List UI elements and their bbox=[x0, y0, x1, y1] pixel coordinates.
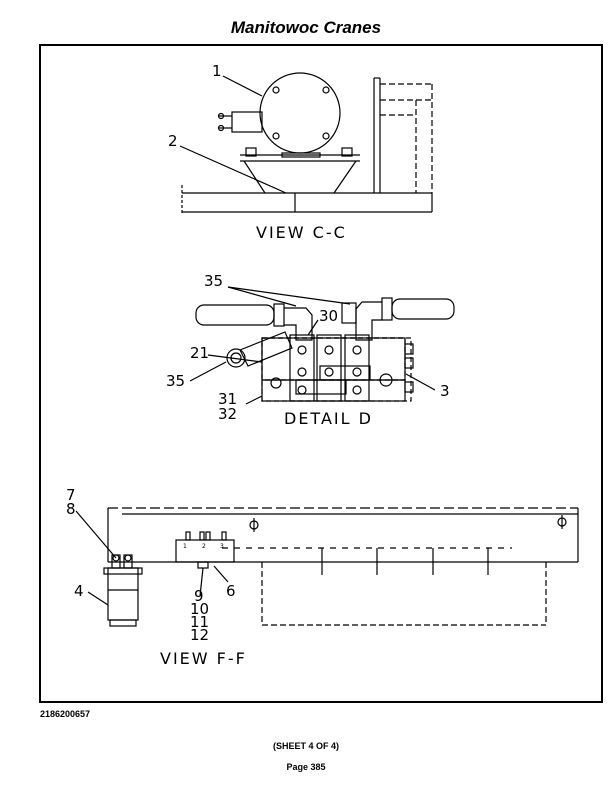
callout-35-left: 35 bbox=[166, 372, 185, 390]
callout-12: 12 bbox=[190, 626, 209, 644]
callout-11: 11 bbox=[190, 613, 209, 631]
page-title: Manitowoc Cranes bbox=[230, 18, 382, 37]
callout-7: 7 bbox=[66, 486, 76, 504]
callout-4: 4 bbox=[74, 582, 84, 600]
callout-3: 3 bbox=[440, 382, 450, 400]
detail-d-drawing: 35 30 21 35 3 31 32 DETAIL D bbox=[166, 272, 455, 428]
callout-9: 9 bbox=[194, 587, 204, 605]
view-ff-label: VIEW F-F bbox=[160, 649, 247, 668]
callout-31: 31 bbox=[218, 390, 237, 408]
sheet-label: (SHEET 4 OF 4) bbox=[272, 741, 339, 751]
view-cc-drawing: 1 2 VIEW C-C bbox=[168, 62, 433, 242]
callout-6: 6 bbox=[226, 582, 236, 600]
callout-10: 10 bbox=[190, 600, 209, 618]
callout-32: 32 bbox=[218, 405, 237, 423]
callout-35-top: 35 bbox=[204, 272, 223, 290]
document-number: 2186200657 bbox=[40, 709, 91, 719]
callout-8: 8 bbox=[66, 500, 76, 518]
callout-1: 1 bbox=[212, 62, 222, 80]
view-cc-label: VIEW C-C bbox=[256, 223, 347, 242]
drawing-frame bbox=[39, 44, 603, 703]
detail-d-label: DETAIL D bbox=[284, 409, 373, 428]
callout-2: 2 bbox=[168, 132, 178, 150]
page-number: Page 385 bbox=[286, 762, 326, 772]
terminal-2: 2 bbox=[202, 543, 206, 550]
view-ff-drawing: 1 2 3 7 8 4 6 9 10 11 12 VIEW F-F bbox=[66, 486, 579, 668]
callout-21: 21 bbox=[190, 344, 209, 362]
terminal-3: 3 bbox=[220, 543, 224, 550]
callout-30: 30 bbox=[319, 307, 338, 325]
terminal-1: 1 bbox=[183, 543, 187, 550]
